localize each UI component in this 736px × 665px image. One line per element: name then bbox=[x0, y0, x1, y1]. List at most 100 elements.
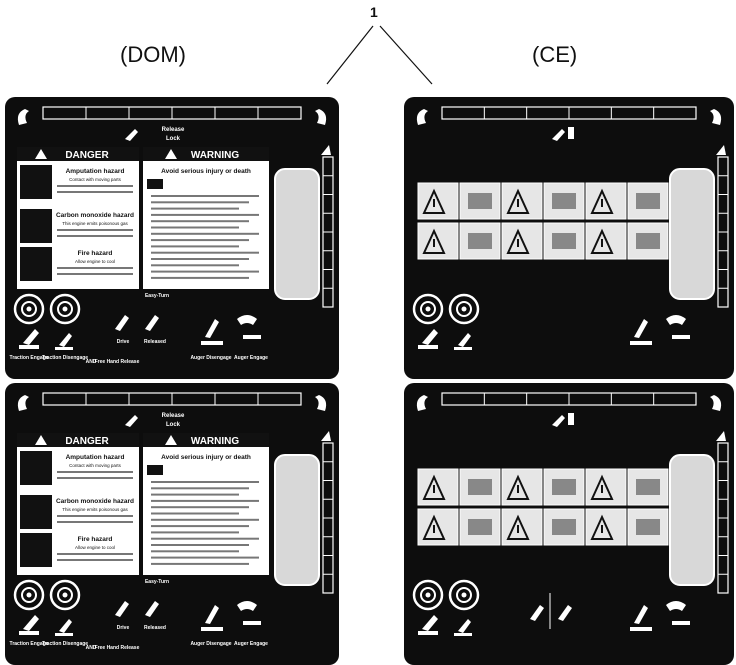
lock-symbol-icon bbox=[568, 413, 574, 425]
drive-label: Drive bbox=[117, 625, 130, 631]
traction-engage-label: Traction Engage bbox=[10, 355, 49, 361]
lock-label: Lock bbox=[166, 136, 181, 142]
dial-center bbox=[26, 306, 32, 312]
hazard-symbol-icon bbox=[636, 233, 660, 249]
exclaim-mark bbox=[517, 525, 519, 533]
danger-section-heading: Fire hazard bbox=[78, 250, 113, 257]
viewing-window bbox=[274, 168, 320, 300]
viewing-window bbox=[669, 168, 715, 300]
text-line bbox=[151, 481, 259, 483]
text-line bbox=[151, 232, 259, 235]
text-line bbox=[151, 562, 249, 565]
danger-section-body: Allow engine to cool bbox=[75, 545, 115, 550]
danger-pictogram bbox=[20, 165, 52, 199]
dial-center bbox=[425, 592, 431, 598]
text-line bbox=[151, 213, 259, 216]
danger-title: DANGER bbox=[65, 436, 109, 447]
dial-disengage-icon bbox=[49, 579, 81, 611]
hazard-symbol-icon bbox=[552, 519, 576, 535]
callout-number: 1 bbox=[370, 4, 378, 20]
left-handle-icon bbox=[17, 395, 29, 411]
exclaim-mark bbox=[433, 199, 435, 207]
text-line bbox=[151, 487, 249, 490]
text-line bbox=[151, 276, 249, 279]
text-line bbox=[57, 267, 133, 269]
text-line bbox=[151, 226, 239, 229]
dial-center bbox=[461, 592, 467, 598]
released-lever-icon bbox=[558, 605, 572, 621]
auger-disengage-icon bbox=[201, 319, 223, 345]
auger-engage-icon bbox=[666, 601, 690, 625]
dial-disengage-icon bbox=[448, 579, 480, 611]
text-line bbox=[151, 258, 249, 260]
hazard-symbol-icon bbox=[636, 519, 660, 535]
dial-center bbox=[461, 306, 467, 312]
slider-top-icon bbox=[716, 431, 726, 441]
hazard-symbol-icon bbox=[552, 193, 576, 209]
hazard-symbol-icon bbox=[468, 479, 492, 495]
warning-triangle-icon bbox=[422, 188, 446, 214]
text-line bbox=[57, 191, 133, 193]
hazard-symbol-icon bbox=[468, 233, 492, 249]
text-line bbox=[57, 471, 133, 473]
text-line bbox=[151, 512, 239, 515]
and-label: AND bbox=[86, 359, 97, 365]
text-line bbox=[151, 220, 249, 223]
exclaim-mark bbox=[517, 199, 519, 207]
ce-decal-art bbox=[412, 392, 729, 636]
slider-top-icon bbox=[321, 431, 331, 441]
drive-lever-icon bbox=[530, 605, 544, 621]
traction-disengage-label: Traction Disengage bbox=[42, 641, 88, 647]
text-line bbox=[57, 273, 133, 275]
exclaim-mark bbox=[601, 525, 603, 533]
ce-header: (CE) bbox=[532, 42, 578, 67]
auger-engage-icon bbox=[237, 601, 261, 625]
lever-engage-icon bbox=[418, 615, 438, 635]
dom-header: (DOM) bbox=[120, 42, 186, 67]
lever-disengage-icon bbox=[55, 333, 73, 350]
dial-inner bbox=[21, 301, 37, 317]
drive-lever-icon bbox=[115, 315, 129, 331]
release-lever-icon bbox=[552, 129, 565, 141]
dial-engage-icon bbox=[412, 293, 444, 325]
ce-panel-bottom bbox=[404, 383, 734, 665]
auger-disengage-icon bbox=[630, 319, 652, 345]
warning-heading: Avoid serious injury or death bbox=[161, 454, 251, 461]
and-label: AND bbox=[86, 645, 97, 651]
danger-pictogram bbox=[20, 209, 52, 243]
danger-pictogram bbox=[20, 495, 52, 529]
dial-engage-icon bbox=[13, 293, 45, 325]
warning-triangle-icon bbox=[422, 514, 446, 540]
warning-triangle-icon bbox=[506, 514, 530, 540]
release-lever-icon bbox=[125, 129, 138, 141]
danger-pictogram bbox=[20, 247, 52, 281]
auger-disengage-icon bbox=[201, 605, 223, 631]
released-lever-icon bbox=[145, 315, 159, 331]
lever-engage-icon bbox=[19, 615, 39, 635]
danger-alert-icon bbox=[35, 149, 47, 159]
text-line bbox=[57, 229, 133, 231]
text-line bbox=[151, 537, 259, 540]
dial-inner bbox=[420, 587, 436, 603]
dial-inner bbox=[420, 301, 436, 317]
warning-triangle-icon bbox=[506, 228, 530, 254]
text-line bbox=[151, 550, 239, 553]
danger-header-bar bbox=[17, 147, 139, 161]
viewing-window bbox=[669, 454, 715, 586]
text-line bbox=[151, 499, 259, 502]
right-handle-icon bbox=[315, 109, 327, 125]
text-line bbox=[151, 531, 239, 534]
warning-triangle-icon bbox=[590, 188, 614, 214]
release-label: Release bbox=[162, 127, 185, 133]
text-line bbox=[57, 521, 133, 523]
dial-disengage-icon bbox=[49, 293, 81, 325]
warning-triangle-icon bbox=[590, 474, 614, 500]
drive-label: Drive bbox=[117, 339, 130, 345]
free-hand-release-label: Free Hand Release bbox=[95, 645, 140, 651]
text-line bbox=[151, 245, 239, 248]
hazard-symbol-icon bbox=[468, 193, 492, 209]
auger-engage-label: Auger Engage bbox=[234, 641, 268, 647]
danger-title: DANGER bbox=[65, 150, 109, 161]
slider-top-icon bbox=[321, 145, 331, 155]
easy-turn-label: Easy-Turn bbox=[145, 293, 169, 299]
